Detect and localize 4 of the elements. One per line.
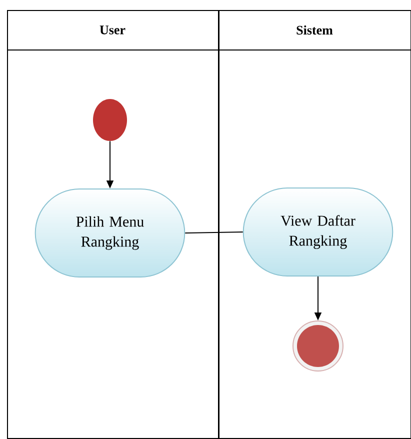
end-node (292, 320, 344, 372)
activity-node: View Daftar Rangking (242, 188, 394, 276)
start-node (93, 99, 127, 141)
activity-node: Pilih Menu Rangking (34, 188, 186, 278)
